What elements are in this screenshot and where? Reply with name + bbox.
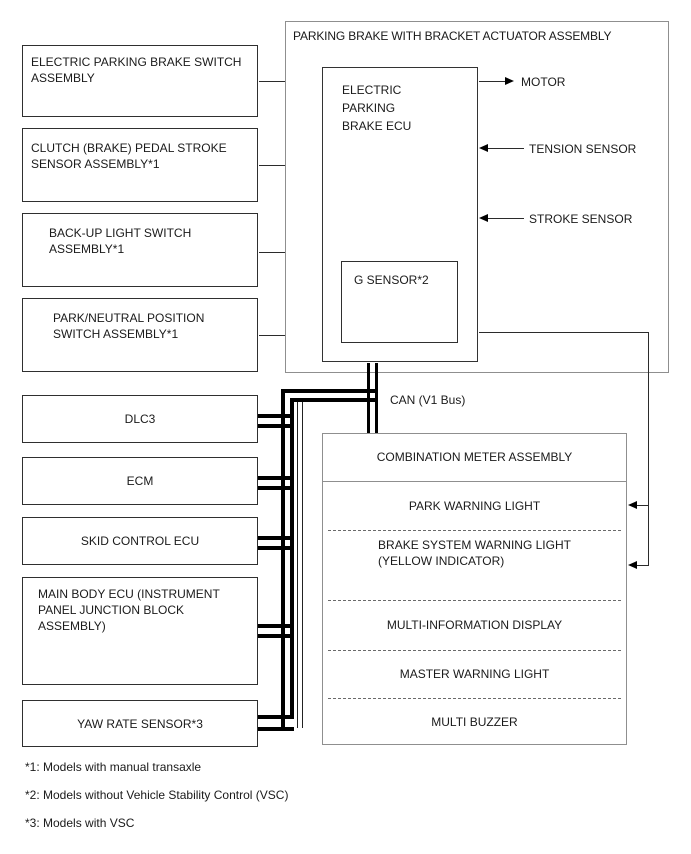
meter-divider-solid [322, 481, 627, 482]
can-stub-skid-b [258, 546, 294, 550]
meter-divider-dashed-2 [328, 600, 621, 601]
can-bus-branch-bottom [290, 398, 378, 402]
ecu-output-line-vertical [648, 332, 649, 566]
arrowhead-brake-warning [628, 561, 637, 569]
can-stub-main-body-b [258, 634, 294, 638]
box-ecm: ECM [22, 457, 258, 505]
footnote-2: *2: Models without Vehicle Stability Con… [25, 788, 289, 802]
can-stub-ecm-b [258, 486, 294, 490]
stroke-sensor-label: STROKE SENSOR [529, 212, 633, 226]
can-stub-yaw-b [258, 727, 294, 731]
box-electric-parking-brake-switch: ELECTRIC PARKING BRAKE SWITCH ASSEMBLY [22, 45, 258, 117]
arrow-line-tension-sensor [488, 148, 524, 149]
box-backup-light-switch: BACK-UP LIGHT SWITCH ASSEMBLY*1 [22, 213, 258, 287]
can-bus-trunk-inner [290, 398, 294, 719]
footnote-1: *1: Models with manual transaxle [25, 760, 202, 774]
can-bus-label: CAN (V1 Bus) [390, 393, 466, 407]
box-skid-control-ecu: SKID CONTROL ECU [22, 517, 258, 565]
can-bus-trunk-pair [297, 402, 303, 728]
can-stub-dlc3-b [258, 424, 294, 428]
motor-label: MOTOR [521, 75, 566, 89]
combination-meter-title: COMBINATION METER ASSEMBLY [376, 450, 573, 464]
tension-sensor-label: TENSION SENSOR [529, 142, 637, 156]
box-clutch-pedal-stroke-sensor: CLUTCH (BRAKE) PEDAL STROKE SENSOR ASSEM… [22, 128, 258, 202]
meter-section-brake-system-warning-light: BRAKE SYSTEM WARNING LIGHT (YELLOW INDIC… [378, 538, 571, 568]
arrowhead-motor [505, 77, 514, 85]
meter-section-master-warning-light: MASTER WARNING LIGHT [399, 667, 550, 681]
arrow-line-stroke-sensor [488, 218, 524, 219]
can-stub-ecm-a [258, 476, 294, 480]
box-park-neutral-position-switch: PARK/NEUTRAL POSITION SWITCH ASSEMBLY*1 [22, 298, 258, 372]
arrow-line-brake-warning [637, 565, 649, 566]
meter-section-multi-buzzer: MULTI BUZZER [431, 714, 518, 729]
box-dlc3: DLC3 [22, 395, 258, 443]
box-g-sensor: G SENSOR*2 [341, 261, 458, 343]
epb-ecu-label: ELECTRIC PARKING BRAKE ECU [342, 83, 412, 133]
box-main-body-ecu: MAIN BODY ECU (INSTRUMENT PANEL JUNCTION… [22, 577, 258, 685]
can-stub-dlc3-a [258, 414, 294, 418]
arrow-line-motor [479, 81, 505, 82]
box-yaw-rate-sensor: YAW RATE SENSOR*3 [22, 700, 258, 747]
meter-section-park-warning-light: PARK WARNING LIGHT [408, 498, 541, 513]
can-bus-branch-top [281, 389, 378, 393]
arrowhead-park-warning [628, 501, 637, 509]
meter-divider-dashed-3 [328, 650, 621, 651]
actuator-assembly-title: PARKING BRAKE WITH BRACKET ACTUATOR ASSE… [293, 29, 612, 43]
can-bus-trunk-outer [281, 389, 285, 731]
ecu-output-line-horizontal [479, 332, 649, 333]
footnote-3: *3: Models with VSC [25, 816, 135, 830]
arrowhead-tension-sensor [479, 144, 488, 152]
can-stub-yaw-a [258, 715, 294, 719]
arrowhead-stroke-sensor [479, 214, 488, 222]
box-combination-meter [322, 433, 627, 745]
can-stub-skid-a [258, 536, 294, 540]
meter-divider-dashed-1 [328, 530, 621, 531]
can-stub-main-body-a [258, 624, 294, 628]
meter-divider-dashed-4 [328, 698, 621, 699]
arrow-line-park-warning [637, 505, 649, 506]
meter-section-multi-information-display: MULTI-INFORMATION DISPLAY [386, 618, 563, 632]
